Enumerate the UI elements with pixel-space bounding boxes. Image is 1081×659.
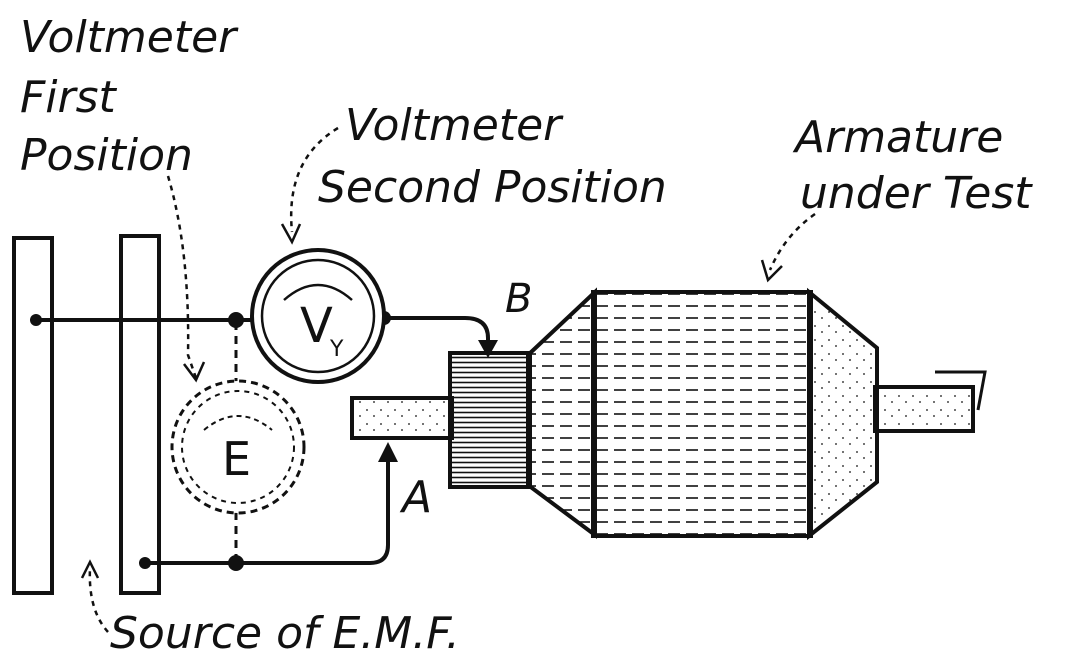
emf-source-bars [12, 234, 161, 595]
armature [350, 287, 987, 541]
commutator [448, 351, 532, 489]
wire-bottom [145, 452, 390, 565]
shaft-right-tip [935, 370, 987, 411]
junction-top [228, 312, 244, 328]
armature-core [591, 290, 813, 538]
label-voltmeter-first-1: Voltmeter [20, 12, 239, 63]
label-point-a: A [399, 472, 432, 523]
pointer-second-position [290, 126, 339, 233]
voltmeter-scale-arc [283, 283, 353, 301]
arrow-b [478, 340, 498, 358]
junction-bottom-left [139, 557, 151, 569]
voltmeter-symbol: V [300, 298, 333, 354]
pointer-armature [768, 212, 816, 271]
label-voltmeter-second-1: Voltmeter [345, 100, 564, 151]
e-meter-scale-arc [203, 415, 273, 431]
pointer-source-head [80, 559, 100, 579]
voltmeter-second-position: V Y [250, 248, 386, 384]
pointer-first-head [183, 361, 206, 383]
voltmeter-first-position: E [170, 379, 306, 515]
voltmeter-subscript: Y [329, 337, 344, 362]
label-voltmeter-first-2: First [20, 72, 118, 123]
junction-bottom [228, 555, 244, 571]
label-voltmeter-second-2: Second Position [318, 162, 667, 213]
labels: Voltmeter First Position Voltmeter Secon… [20, 12, 1033, 659]
shaft-right [873, 385, 975, 433]
armature-left-cone [526, 287, 597, 539]
label-source-emf: Source of E.M.F. [110, 608, 460, 659]
label-armature-2: under Test [800, 168, 1033, 219]
emf-bar-right [119, 234, 161, 595]
e-meter-symbol: E [222, 432, 251, 486]
label-voltmeter-first-3: Position [20, 130, 193, 181]
pointer-second-head [280, 223, 302, 245]
emf-bar-left [12, 236, 54, 595]
label-armature-1: Armature [792, 112, 1003, 163]
shaft-left [350, 396, 454, 440]
pointer-first-position [166, 175, 198, 379]
junction-top-left [30, 314, 42, 326]
pointer-source [88, 567, 109, 633]
wire-vmeter-to-b [382, 316, 490, 352]
armature-right-cone [807, 287, 879, 541]
pointer-armature-head [760, 259, 783, 283]
label-point-b: B [505, 276, 532, 322]
pointers [80, 126, 816, 633]
arrow-a [378, 442, 398, 462]
